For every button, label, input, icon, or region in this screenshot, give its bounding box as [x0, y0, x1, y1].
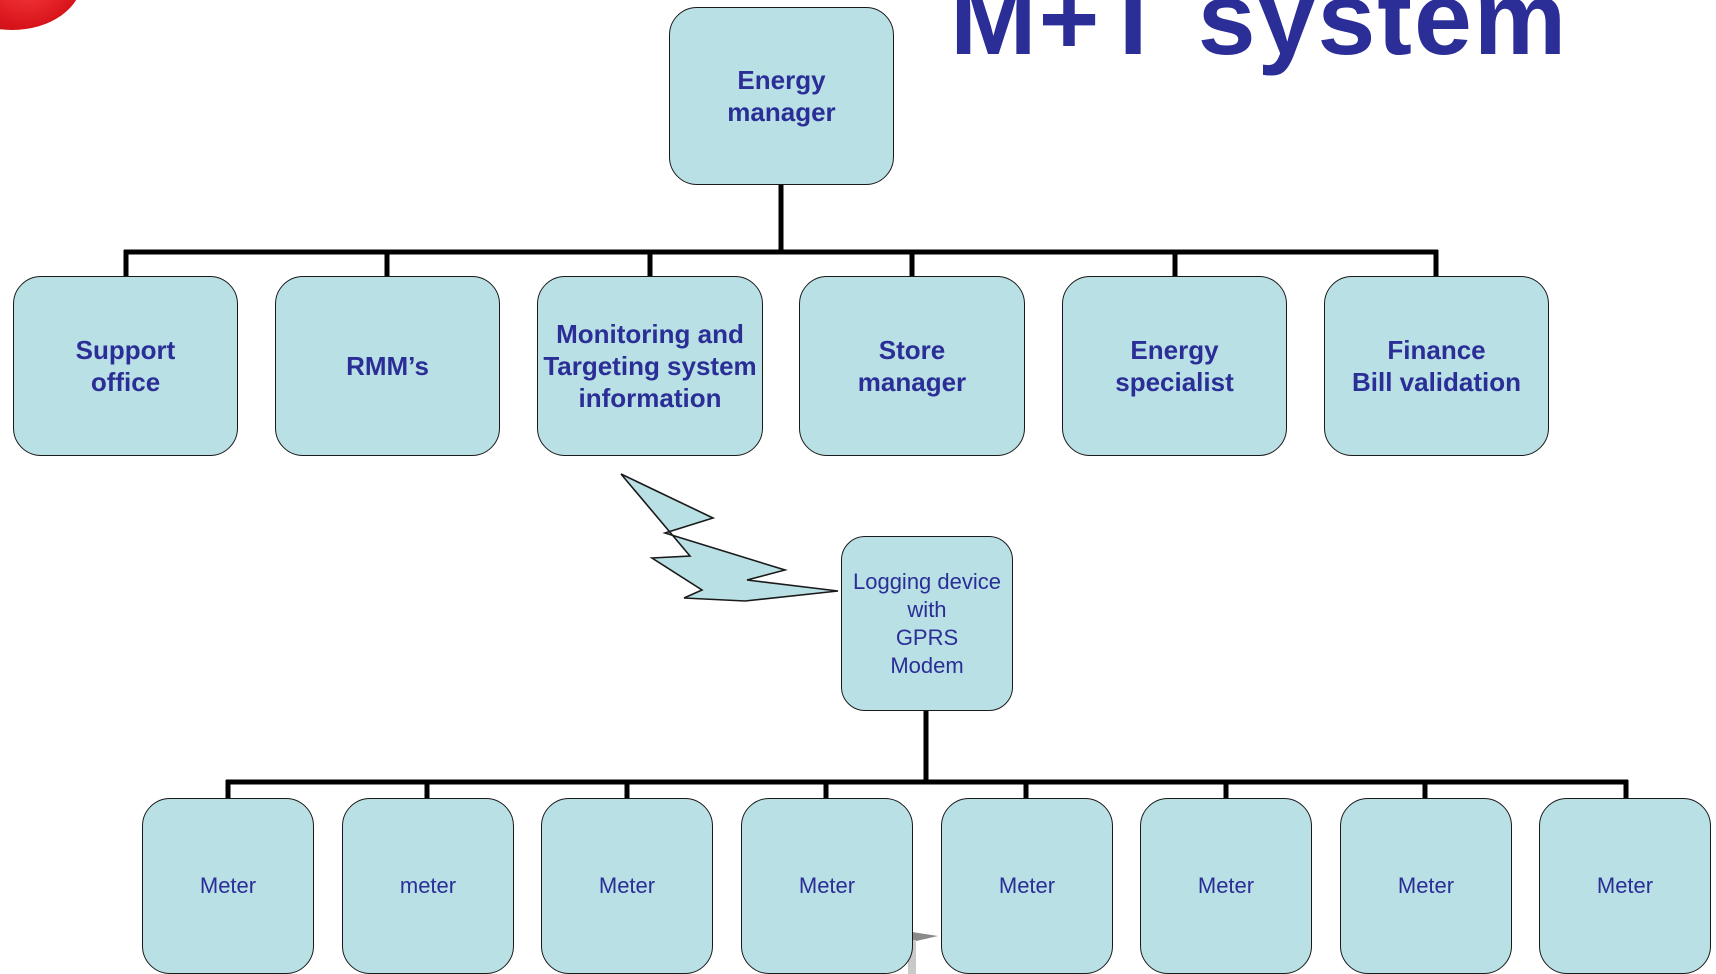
org-node-support-office: Support office	[13, 276, 238, 456]
meter-node: Meter	[1539, 798, 1711, 974]
node-label: Meter	[1596, 873, 1654, 898]
node-label: Store manager	[857, 335, 967, 397]
meter-node: meter	[342, 798, 514, 974]
org-node-store-manager: Store manager	[799, 276, 1025, 456]
logging-device-node: Logging device with GPRS Modem	[841, 536, 1013, 711]
node-label: meter	[399, 873, 457, 898]
org-node-mt-system-information: Monitoring and Targeting system informat…	[537, 276, 763, 456]
org-node-rmms: RMM’s	[275, 276, 500, 456]
node-label: RMM’s	[346, 351, 429, 381]
node-label: Energy specialist	[1115, 335, 1234, 397]
node-label: Monitoring and Targeting system informat…	[543, 319, 757, 413]
node-label: Meter	[1197, 873, 1255, 898]
node-label: Finance Bill validation	[1351, 335, 1522, 397]
wireless-link-icon	[620, 473, 839, 602]
meter-node: Meter	[142, 798, 314, 974]
meter-node: Meter	[941, 798, 1113, 974]
decorative-mark	[912, 932, 938, 942]
node-label: Meter	[1397, 873, 1455, 898]
meter-node: Meter	[1340, 798, 1512, 974]
meter-node: Meter	[541, 798, 713, 974]
org-node-energy-specialist: Energy specialist	[1062, 276, 1287, 456]
org-node-energy-manager: Energy manager	[669, 7, 894, 185]
meter-node: Meter	[741, 798, 913, 974]
node-label: Meter	[199, 873, 257, 898]
node-label: Logging device with GPRS Modem	[852, 568, 1001, 678]
node-label: Meter	[998, 873, 1056, 898]
node-label: Meter	[798, 873, 856, 898]
page-title: M+T system	[950, 0, 1569, 77]
decorative-bar	[908, 940, 916, 974]
meter-node: Meter	[1140, 798, 1312, 974]
org-node-finance-bill-validation: Finance Bill validation	[1324, 276, 1549, 456]
node-label: Energy manager	[727, 65, 836, 127]
node-label: Meter	[598, 873, 656, 898]
node-label: Support office	[75, 335, 176, 397]
